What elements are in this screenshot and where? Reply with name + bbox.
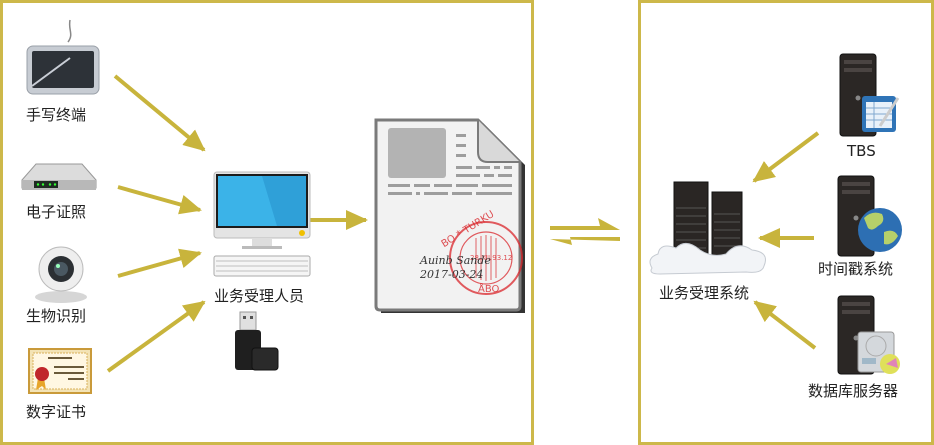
server-panel — [638, 0, 934, 445]
arrow-biometric-to-operator — [117, 248, 202, 278]
tablet-label: 手写终端 — [26, 106, 87, 124]
stamp-center-text: 28.XII.93.12 — [470, 254, 513, 262]
stamp-icon — [449, 221, 523, 295]
tablet-pen-icon — [22, 18, 102, 98]
system-label: 业务受理系统 — [659, 284, 750, 302]
certificate-icon — [28, 348, 92, 396]
desktop-computer-icon — [212, 170, 312, 280]
arrow-db-to-system — [753, 300, 817, 350]
usb-key-icon — [232, 310, 280, 372]
arrow-tablet-to-operator — [113, 74, 206, 152]
webcam-icon — [33, 245, 89, 303]
tbs-label: TBS — [847, 142, 876, 160]
bidirectional-arrows-icon — [550, 218, 620, 245]
signature-date: 2017-03-24 — [420, 268, 484, 281]
client-panel — [0, 0, 534, 445]
biometric-label: 生物识别 — [26, 307, 87, 325]
stamp-bottom-text: ÅBO — [478, 284, 500, 295]
arrow-cert-to-operator — [106, 300, 206, 373]
server-spreadsheet-icon — [836, 52, 902, 138]
server-globe-icon — [834, 174, 904, 258]
operator-label: 业务受理人员 — [214, 287, 305, 305]
arrow-tbs-to-system — [752, 131, 820, 183]
license-label: 电子证照 — [26, 203, 87, 221]
server-cloud-icon — [646, 178, 770, 278]
database-label: 数据库服务器 — [808, 382, 899, 400]
arrow-license-to-operator — [117, 185, 202, 215]
cert-label: 数字证书 — [26, 403, 87, 421]
timestamp-label: 时间戳系统 — [818, 260, 894, 278]
router-device-icon — [16, 160, 100, 194]
signed-document-icon: BO * TURKU ÅBO 28.XII.93.12 Auinb Sande … — [372, 116, 525, 313]
signature-name: Auinb Sande — [420, 254, 491, 267]
server-database-icon — [834, 294, 904, 376]
